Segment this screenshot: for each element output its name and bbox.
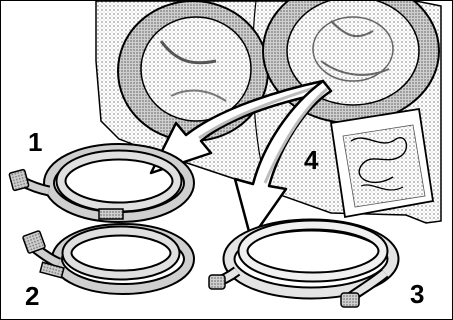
- instruction-manual: [329, 107, 435, 219]
- callout-3: 3: [410, 279, 425, 309]
- callout-1: 1: [28, 127, 43, 157]
- inlet-hose-1: [8, 143, 195, 223]
- drain-hose: [208, 218, 400, 308]
- callout-4: 4: [304, 145, 319, 175]
- arrow-to-hoses: [149, 79, 325, 175]
- door: [117, 1, 269, 142]
- callout-2: 2: [25, 281, 40, 311]
- inlet-hose-2: [22, 223, 195, 295]
- arrow-to-drain-hose: [233, 79, 333, 241]
